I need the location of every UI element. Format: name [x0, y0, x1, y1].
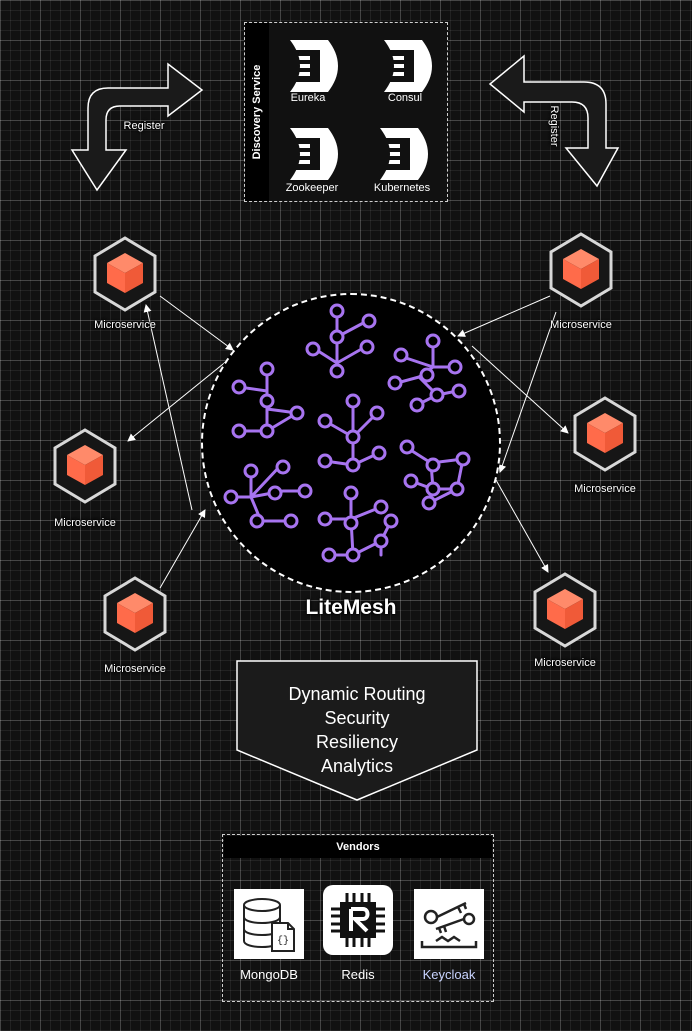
microservice-cube-icon: [549, 232, 613, 308]
vendors-panel: [222, 834, 494, 1002]
features-pentagon: [236, 660, 478, 801]
microservice-cube-icon: [53, 428, 117, 504]
consul-label: Consul: [387, 92, 423, 104]
keys-icon: [420, 901, 478, 949]
features-list: Dynamic Routing Security Resiliency Anal…: [237, 682, 477, 778]
connector-mesh-to-bottom-right: [495, 479, 549, 573]
mongodb-label: MongoDB: [240, 967, 298, 982]
microservice-label-top-left: Microservice: [94, 319, 156, 331]
mesh-graph-icon: [223, 303, 471, 563]
connector-top-right-to-mesh: [457, 295, 551, 337]
feature-item: Dynamic Routing: [288, 684, 426, 704]
microservice-cube-icon: [573, 396, 637, 472]
connector-mesh-to-mid-right: [471, 345, 569, 434]
svg-text:{}: {}: [277, 935, 289, 947]
keycloak-label: Keycloak: [422, 967, 476, 982]
database-document-icon: {}: [243, 898, 295, 952]
register-left-arrow: [70, 62, 204, 192]
microservice-cube-icon: [93, 236, 157, 312]
microservice-label-mid-left: Microservice: [54, 517, 116, 529]
microservice-label-top-right: Microservice: [550, 319, 612, 331]
litemesh-title: LiteMesh: [305, 596, 397, 619]
register-left-label: Register: [123, 120, 165, 132]
microservice-label-bottom-left: Microservice: [104, 663, 166, 675]
connector-top-right-to-mesh-lower: [498, 311, 557, 473]
microservice-label-bottom-right: Microservice: [534, 657, 596, 669]
eureka-label: Eureka: [290, 92, 326, 104]
keycloak-tile: [414, 889, 484, 959]
register-arrows: [70, 54, 620, 192]
kubernetes-label: Kubernetes: [373, 182, 431, 194]
microservice-cube-icon: [533, 572, 597, 648]
vendors-title: Vendors: [224, 836, 492, 858]
mongodb-tile: {}: [234, 889, 304, 959]
connector-mesh-to-mid-left: [127, 359, 229, 442]
feature-item: Analytics: [320, 756, 394, 776]
connector-top-left-to-mesh: [159, 295, 234, 351]
microservice-label-mid-right: Microservice: [574, 483, 636, 495]
feature-item: Resiliency: [315, 732, 399, 752]
feature-item: Security: [324, 708, 390, 728]
redis-chip-icon: [331, 893, 385, 947]
zookeeper-label: Zookeeper: [285, 182, 339, 194]
connectors: [127, 295, 569, 589]
redis-label: Redis: [341, 967, 375, 982]
connector-bottom-left-to-mesh: [159, 509, 206, 589]
microservice-cube-icon: [103, 576, 167, 652]
register-right-arrow: [488, 54, 620, 188]
discovery-title-strip: Discovery Service: [245, 23, 269, 201]
connector-mesh-to-top-left: [143, 304, 193, 511]
redis-tile: [323, 885, 393, 955]
